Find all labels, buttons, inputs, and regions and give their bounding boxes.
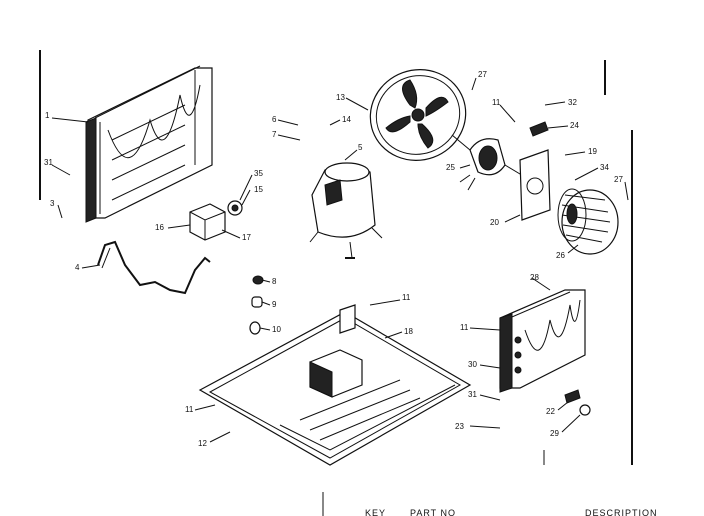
callout-17: 17	[242, 233, 251, 242]
callout-35: 35	[254, 169, 263, 178]
motor-bracket	[519, 149, 551, 221]
callout-1: 1	[45, 111, 50, 120]
callout-10: 10	[272, 325, 281, 334]
callout-28: 28	[530, 273, 539, 282]
compressor	[309, 162, 383, 259]
callout-23: 23	[455, 422, 464, 431]
bracket-24	[529, 121, 549, 137]
callout-16: 16	[155, 223, 164, 232]
callout-11a: 11	[492, 98, 501, 107]
parts-list-header: KEY PART NO DESCRIPTION	[365, 508, 658, 516]
leader-lines	[51, 77, 629, 443]
callout-31: 31	[44, 158, 53, 167]
callout-29: 29	[550, 429, 559, 438]
fan-motor	[451, 134, 531, 191]
header-key: KEY	[365, 508, 386, 516]
control-box	[309, 349, 363, 398]
callout-12: 12	[198, 439, 207, 448]
callout-6: 6	[272, 115, 277, 124]
overload-relay	[227, 200, 243, 216]
callout-26: 26	[556, 251, 565, 260]
callout-34: 34	[600, 163, 609, 172]
callout-11d: 11	[185, 405, 194, 414]
fittings	[564, 389, 591, 416]
evaporator-coil	[499, 289, 586, 393]
callout-19: 19	[588, 147, 597, 156]
callout-11c: 11	[460, 323, 469, 332]
blower-wheel	[557, 188, 619, 255]
capacitor	[189, 203, 226, 241]
callout-22: 22	[546, 407, 555, 416]
header-part-no: PART NO	[410, 508, 456, 516]
callout-30: 30	[468, 360, 477, 369]
callout-25: 25	[446, 163, 455, 172]
callout-8: 8	[272, 277, 277, 286]
condenser-coil	[85, 65, 213, 223]
refrigerant-tube	[97, 240, 211, 295]
callout-7: 7	[272, 130, 277, 139]
callout-15: 15	[254, 185, 263, 194]
callout-20: 20	[490, 218, 499, 227]
callout-5: 5	[358, 143, 363, 152]
callout-13: 13	[336, 93, 345, 102]
callout-27a: 27	[478, 70, 487, 79]
callout-31b: 31	[468, 390, 477, 399]
callout-32: 32	[568, 98, 577, 107]
callout-3: 3	[50, 199, 55, 208]
callout-18: 18	[404, 327, 413, 336]
callout-4: 4	[75, 263, 80, 272]
grommets	[249, 275, 264, 335]
callout-labels: 1 31 3 4 6 7 14 5 13 27 11 32 24 19 34 2…	[44, 70, 623, 448]
header-description: DESCRIPTION	[585, 508, 658, 516]
callout-24: 24	[570, 121, 579, 130]
callout-11b: 11	[402, 293, 411, 302]
frame-marks	[39, 50, 633, 516]
callout-14: 14	[342, 115, 351, 124]
condenser-fan-blade	[369, 69, 467, 161]
callout-27b: 27	[614, 175, 623, 184]
callout-9: 9	[272, 300, 277, 309]
